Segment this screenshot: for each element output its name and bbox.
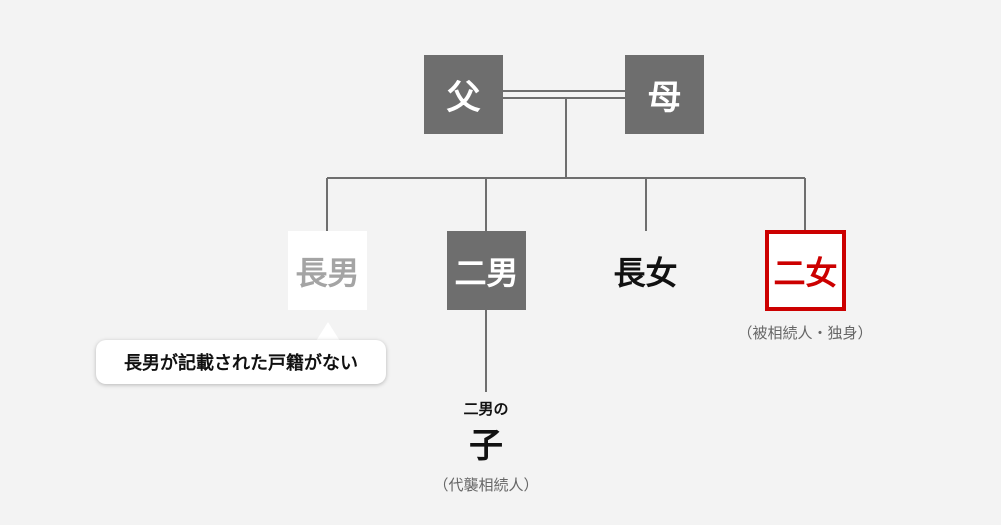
father-label: 父 — [446, 78, 481, 118]
grandchild-prefix: 二男の — [463, 400, 509, 418]
second-son-label: 二男 — [454, 253, 519, 292]
mother-box: 母 — [625, 55, 704, 134]
mother-label: 母 — [647, 78, 682, 118]
grandchild-note: （代襲相続人） — [433, 476, 539, 494]
eldest-daughter-box: 長女 — [606, 231, 685, 310]
second-son-box: 二男 — [447, 231, 526, 310]
father-box: 父 — [424, 55, 503, 134]
eldest-son-label: 長男 — [295, 253, 360, 292]
second-daughter-box: 二女 — [765, 230, 846, 311]
callout-text: 長男が記載された戸籍がない — [124, 353, 358, 374]
callout-pointer — [316, 322, 340, 341]
second-daughter-label: 二女 — [773, 253, 838, 292]
callout-bubble: 長男が記載された戸籍がない — [96, 340, 386, 384]
eldest-son-box: 長男 — [288, 231, 367, 310]
grandchild-label: 子 — [469, 426, 503, 466]
second-daughter-note: （被相続人・独身） — [737, 324, 873, 342]
eldest-daughter-label: 長女 — [613, 253, 678, 292]
